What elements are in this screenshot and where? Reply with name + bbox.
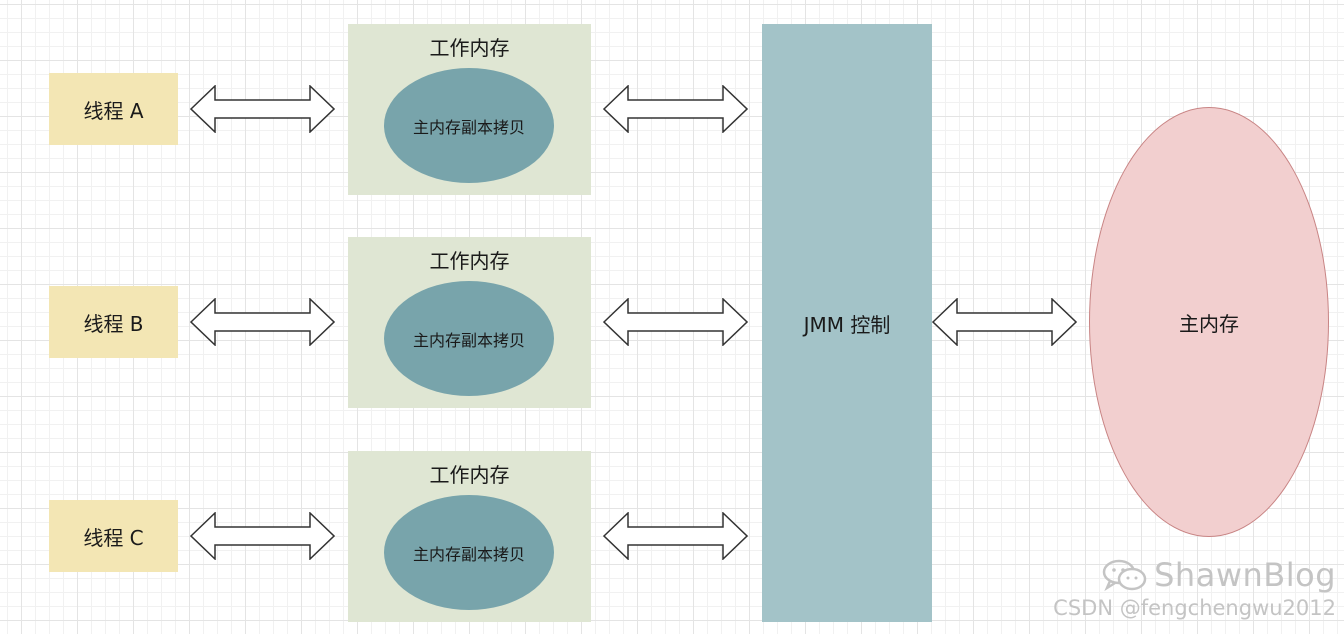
double-arrow-icon [932,298,1077,346]
watermark-credit: CSDN @fengchengwu2012 [1053,596,1336,620]
main-memory-copy: 主内存副本拷贝 [384,281,554,396]
working-memory-title: 工作内存 [429,249,510,273]
working-memory-b: 工作内存 主内存副本拷贝 [348,237,591,408]
double-arrow-icon [603,298,748,346]
thread-b: 线程 B [49,286,178,358]
double-arrow-icon [190,298,335,346]
watermark: ShawnBlog CSDN @fengchengwu2012 [1053,556,1336,620]
working-memory-title: 工作内存 [429,36,510,60]
double-arrow-icon [603,512,748,560]
thread-c: 线程 C [49,500,178,572]
working-memory-title: 工作内存 [429,463,510,487]
watermark-brand: ShawnBlog [1154,556,1336,594]
main-memory-copy: 主内存副本拷贝 [384,68,554,183]
thread-a: 线程 A [49,73,178,145]
main-memory-copy: 主内存副本拷贝 [384,495,554,610]
jmm-control: JMM 控制 [762,24,932,622]
main-memory: 主内存 [1089,107,1329,537]
double-arrow-icon [603,85,748,133]
double-arrow-icon [190,512,335,560]
wechat-icon [1102,559,1147,592]
double-arrow-icon [190,85,335,133]
working-memory-a: 工作内存 主内存副本拷贝 [348,24,591,195]
working-memory-c: 工作内存 主内存副本拷贝 [348,451,591,622]
